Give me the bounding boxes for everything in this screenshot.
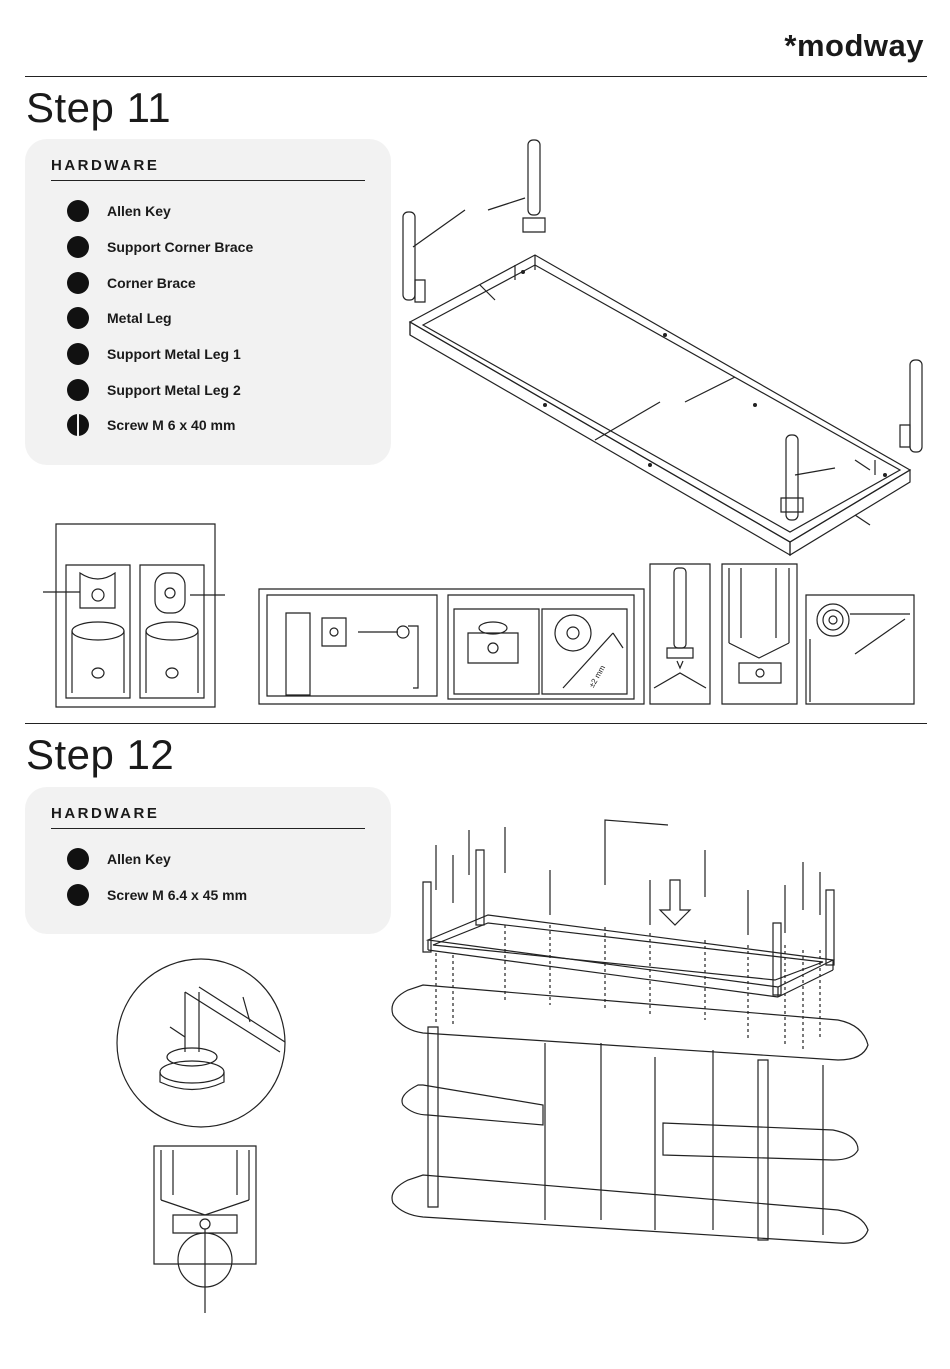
hardware-item: Support Metal Leg 1 bbox=[67, 342, 241, 366]
corner-brace-detail bbox=[721, 563, 798, 705]
filled-circle-icon bbox=[67, 200, 89, 222]
frame-assembly-illustration bbox=[395, 130, 930, 560]
leg-insertion-detail bbox=[649, 563, 711, 705]
filled-circle-icon bbox=[67, 343, 89, 365]
hardware-item: Screw M 6 x 40 mm bbox=[67, 413, 235, 437]
step-12-title: Step 12 bbox=[26, 731, 174, 779]
filled-circle-icon bbox=[67, 236, 89, 258]
hardware-divider bbox=[51, 828, 365, 829]
hardware-heading: HARDWARE bbox=[51, 157, 159, 174]
cabinet-assembly-illustration bbox=[383, 815, 878, 1260]
leg-tube-detail bbox=[55, 523, 216, 708]
hardware-divider bbox=[51, 180, 365, 181]
hardware-item: Allen Key bbox=[67, 847, 171, 871]
hardware-item: Support Corner Brace bbox=[67, 235, 253, 259]
split-circle-icon bbox=[67, 414, 89, 436]
hardware-item: Metal Leg bbox=[67, 306, 172, 330]
step-11-title: Step 11 bbox=[26, 84, 171, 132]
foot-pad-detail bbox=[805, 594, 915, 705]
hardware-item: Corner Brace bbox=[67, 271, 196, 295]
brand-logo: *modway bbox=[784, 28, 924, 64]
step-11-hardware-panel: HARDWARE Allen Key Support Corner Brace … bbox=[25, 139, 391, 465]
header-rule bbox=[25, 76, 927, 77]
filled-circle-icon bbox=[67, 272, 89, 294]
hardware-heading: HARDWARE bbox=[51, 805, 159, 822]
corner-tighten-detail bbox=[153, 1145, 257, 1265]
filled-circle-icon bbox=[67, 307, 89, 329]
filled-circle-icon bbox=[67, 379, 89, 401]
hardware-item: Support Metal Leg 2 bbox=[67, 378, 241, 402]
hardware-item: Screw M 6.4 x 45 mm bbox=[67, 883, 247, 907]
allen-key-magnified-detail bbox=[115, 957, 287, 1129]
step-divider bbox=[25, 723, 927, 724]
hardware-item: Allen Key bbox=[67, 199, 171, 223]
filled-circle-icon bbox=[67, 884, 89, 906]
filled-circle-icon bbox=[67, 848, 89, 870]
brace-screw-detail bbox=[258, 588, 645, 705]
step-12-hardware-panel: HARDWARE Allen Key Screw M 6.4 x 45 mm bbox=[25, 787, 391, 934]
